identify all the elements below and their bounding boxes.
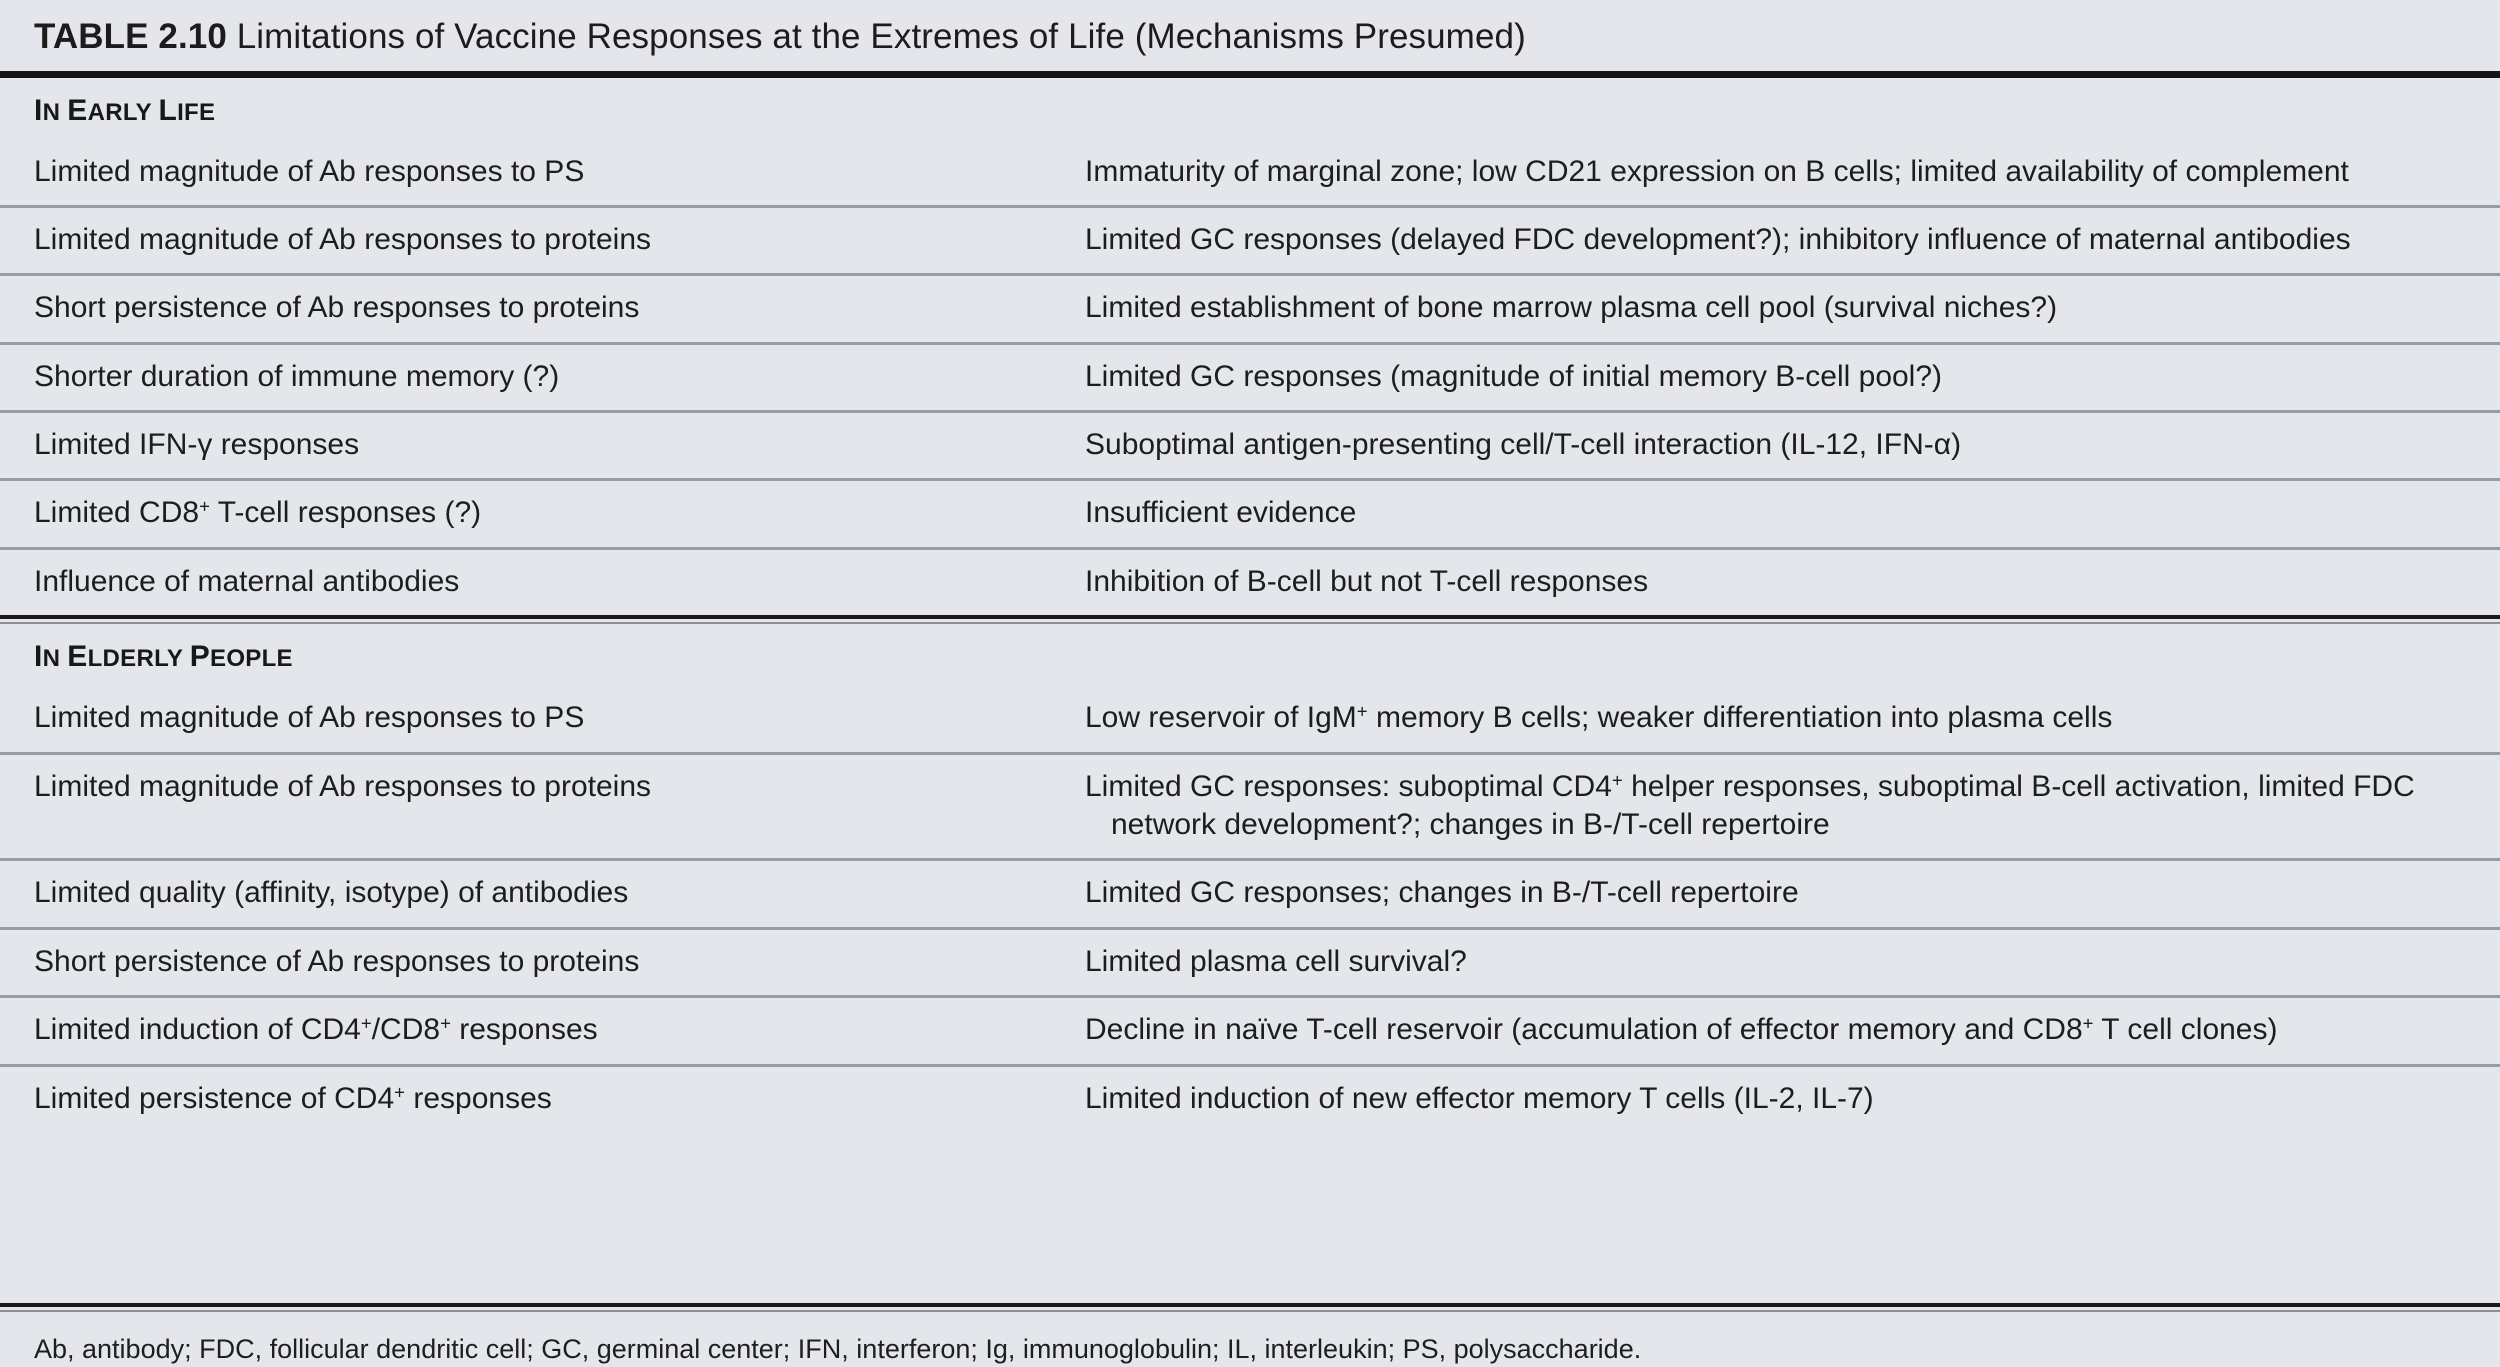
row-divider-rule xyxy=(0,1063,2500,1067)
table-row: Limited CD8+ T-cell responses (?) Insuffi… xyxy=(0,481,2500,546)
section-heading-part: ARLY xyxy=(87,98,159,126)
cell-mechanism: Decline in naïve T-cell reservoir (accum… xyxy=(1085,1012,2278,1047)
section-heading-part: P xyxy=(189,640,211,674)
row-divider-rule xyxy=(0,995,2500,999)
table-title: TABLE 2.10 Limitations of Vaccine Respon… xyxy=(0,0,2500,71)
cell-mechanism: Limited GC responses; changes in B-/T-ce… xyxy=(1085,876,1799,910)
table-caption: Limitations of Vaccine Responses at the … xyxy=(236,17,1526,56)
row-divider-rule xyxy=(0,273,2500,277)
cell-mechanism: Limited establishment of bone marrow pla… xyxy=(1085,291,2058,325)
cell-mechanism: Immaturity of marginal zone; low CD21 ex… xyxy=(1085,154,2349,188)
section-heading-in-elderly-people: IN ELDERLY PEOPLE xyxy=(0,624,2500,686)
table-row: Limited induction of CD4+/CD8+ responses… xyxy=(0,998,2500,1063)
table-row: Limited quality (affinity, isotype) of a… xyxy=(0,861,2500,926)
cell-limitation: Limited quality (affinity, isotype) of a… xyxy=(34,876,629,910)
table-row: Limited magnitude of Ab responses to pro… xyxy=(0,755,2500,859)
section-heading-part: L xyxy=(158,93,178,127)
cell-limitation: Limited IFN-γ responses xyxy=(34,428,360,462)
section-divider-rule xyxy=(0,615,2500,625)
cell-mechanism: Limited plasma cell survival? xyxy=(1085,944,1467,978)
row-divider-rule xyxy=(0,751,2500,755)
cell-mechanism: Limited GC responses (delayed FDC develo… xyxy=(1085,222,2351,256)
section-heading-in-early-life: IN EARLY LIFE xyxy=(0,78,2500,140)
cell-limitation: Limited magnitude of Ab responses to PS xyxy=(34,701,585,735)
cell-mechanism: Limited GC responses: suboptimal CD4+ he… xyxy=(1085,768,2415,842)
footnote-top-rule xyxy=(0,1302,2500,1312)
section-heading-part: I xyxy=(34,93,43,127)
section-heading-part: IFE xyxy=(177,98,216,126)
section-heading-part: N xyxy=(42,645,68,673)
row-divider-rule xyxy=(0,478,2500,482)
cell-mechanism: Insufficient evidence xyxy=(1085,496,1357,530)
table-row: Limited persistence of CD4+ responses Lim… xyxy=(0,1067,2500,1132)
cell-limitation: Influence of maternal antibodies xyxy=(34,564,460,598)
cell-limitation: Limited magnitude of Ab responses to pro… xyxy=(34,222,652,256)
cell-mechanism: Limited GC responses (magnitude of initi… xyxy=(1085,359,1943,393)
cell-mechanism: Limited induction of new effector memory… xyxy=(1085,1081,1874,1115)
cell-limitation: Limited magnitude of Ab responses to PS xyxy=(34,154,585,188)
section-heading-part: E xyxy=(67,93,88,127)
table-row: Influence of maternal antibodies Inhibiti… xyxy=(0,550,2500,615)
table-row: Short persistence of Ab responses to pro… xyxy=(0,930,2500,995)
cell-limitation: Limited induction of CD4+/CD8+ responses xyxy=(34,1012,598,1047)
row-divider-rule xyxy=(0,410,2500,414)
cell-limitation: Shorter duration of immune memory (?) xyxy=(34,359,560,393)
row-divider-rule xyxy=(0,858,2500,862)
cell-limitation: Short persistence of Ab responses to pro… xyxy=(34,944,640,978)
section-heading-part: EOPLE xyxy=(210,645,293,673)
table-footnote: Ab, antibody; FDC, follicular dendritic … xyxy=(34,1333,1642,1364)
row-divider-rule xyxy=(0,341,2500,345)
table-row: Limited magnitude of Ab responses to pro… xyxy=(0,208,2500,273)
row-divider-rule xyxy=(0,926,2500,930)
table-number-label: TABLE 2.10 xyxy=(34,17,227,56)
table-row: Shorter duration of immune memory (?) Lim… xyxy=(0,345,2500,410)
table-row: Limited magnitude of Ab responses to PS I… xyxy=(0,140,2500,205)
row-divider-rule xyxy=(0,204,2500,208)
title-bottom-rule xyxy=(0,70,2500,78)
section-heading-part: LDERLY xyxy=(87,645,190,673)
table-row: Short persistence of Ab responses to pro… xyxy=(0,276,2500,341)
section-heading-part: E xyxy=(67,640,88,674)
cell-limitation: Limited persistence of CD4+ responses xyxy=(34,1080,552,1115)
cell-limitation: Limited magnitude of Ab responses to pro… xyxy=(34,769,652,803)
cell-mechanism: Inhibition of B-cell but not T-cell resp… xyxy=(1085,564,1649,598)
cell-mechanism: Low reservoir of IgM+ memory B cells; we… xyxy=(1085,700,2113,735)
row-divider-rule xyxy=(0,546,2500,550)
cell-limitation: Limited CD8+ T-cell responses (?) xyxy=(34,495,482,530)
table-row: Limited IFN-γ responses Suboptimal antige… xyxy=(0,413,2500,478)
cell-mechanism: Suboptimal antigen-presenting cell/T-cel… xyxy=(1085,428,1962,462)
table-row: Limited magnitude of Ab responses to PS L… xyxy=(0,686,2500,751)
section-heading-part: I xyxy=(34,640,43,674)
section-heading-part: N xyxy=(42,98,68,126)
cell-limitation: Short persistence of Ab responses to pro… xyxy=(34,291,640,325)
